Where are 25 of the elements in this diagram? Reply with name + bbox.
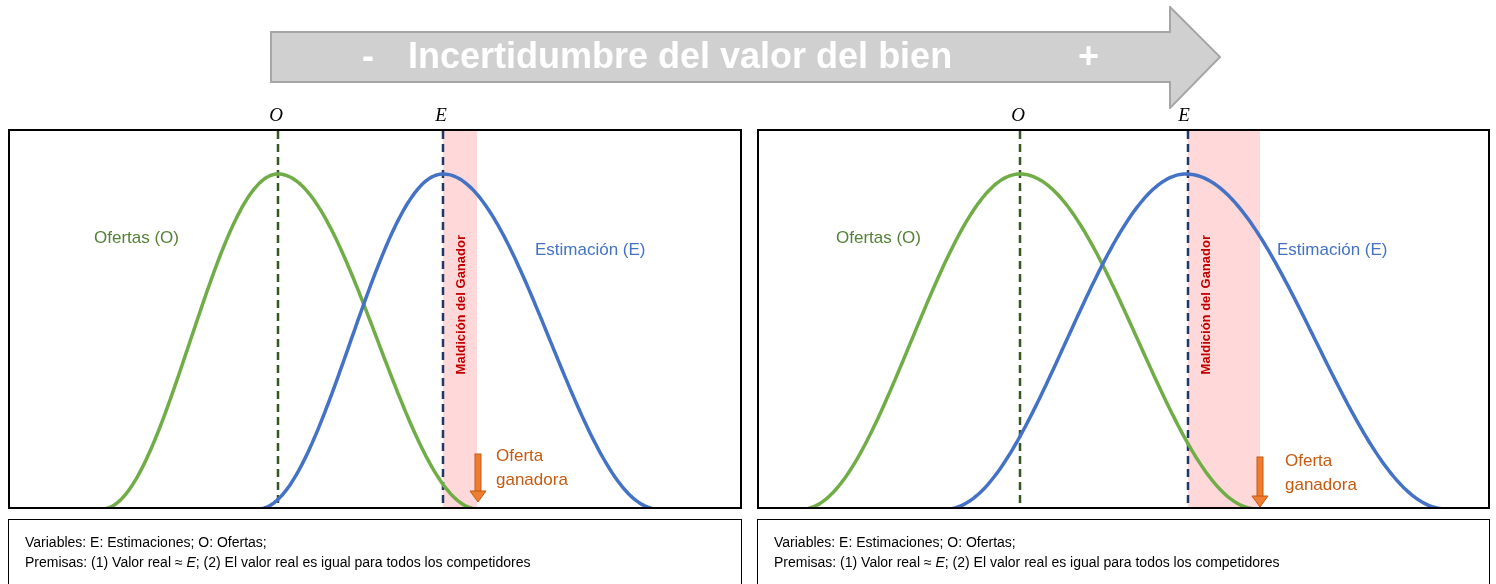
curve-label: Ofertas (O) (94, 227, 179, 249)
note-text: Variables: E: Estimaciones; O: Ofertas; (25, 533, 268, 552)
chart-panel (757, 129, 1490, 509)
axis-label: E (435, 104, 447, 126)
note-text: Variables: E: Estimaciones; O: Ofertas; (774, 533, 1017, 552)
curve-label: Estimación (E) (1277, 239, 1388, 261)
annotation-label: Oferta ganadora (496, 445, 569, 491)
curve-label: Estimación (E) (535, 239, 646, 261)
note-text: Premisas: (1) Valor real ≈ E; (2) El valor real es igual para todos los competidores (774, 553, 1281, 572)
axis-label: O (269, 104, 283, 126)
band-label: Maldición del Ganador (1197, 235, 1214, 375)
highlight-band (443, 131, 477, 507)
chart-panel (8, 129, 742, 509)
note-box (8, 519, 742, 584)
curve-label: Ofertas (O) (836, 227, 921, 249)
arrow-banner (270, 6, 1222, 109)
annotation-label: Oferta ganadora (1285, 450, 1358, 496)
minus-sign: - (362, 34, 374, 78)
highlight-band (1188, 131, 1260, 507)
axis-label: E (1178, 104, 1190, 126)
note-box (757, 519, 1490, 584)
band-label: Maldición del Ganador (452, 235, 469, 375)
plus-sign: + (1078, 34, 1100, 78)
note-text: Premisas: (1) Valor real ≈ E; (2) El valor real es igual para todos los competidores (25, 553, 532, 572)
axis-label: O (1011, 104, 1025, 126)
